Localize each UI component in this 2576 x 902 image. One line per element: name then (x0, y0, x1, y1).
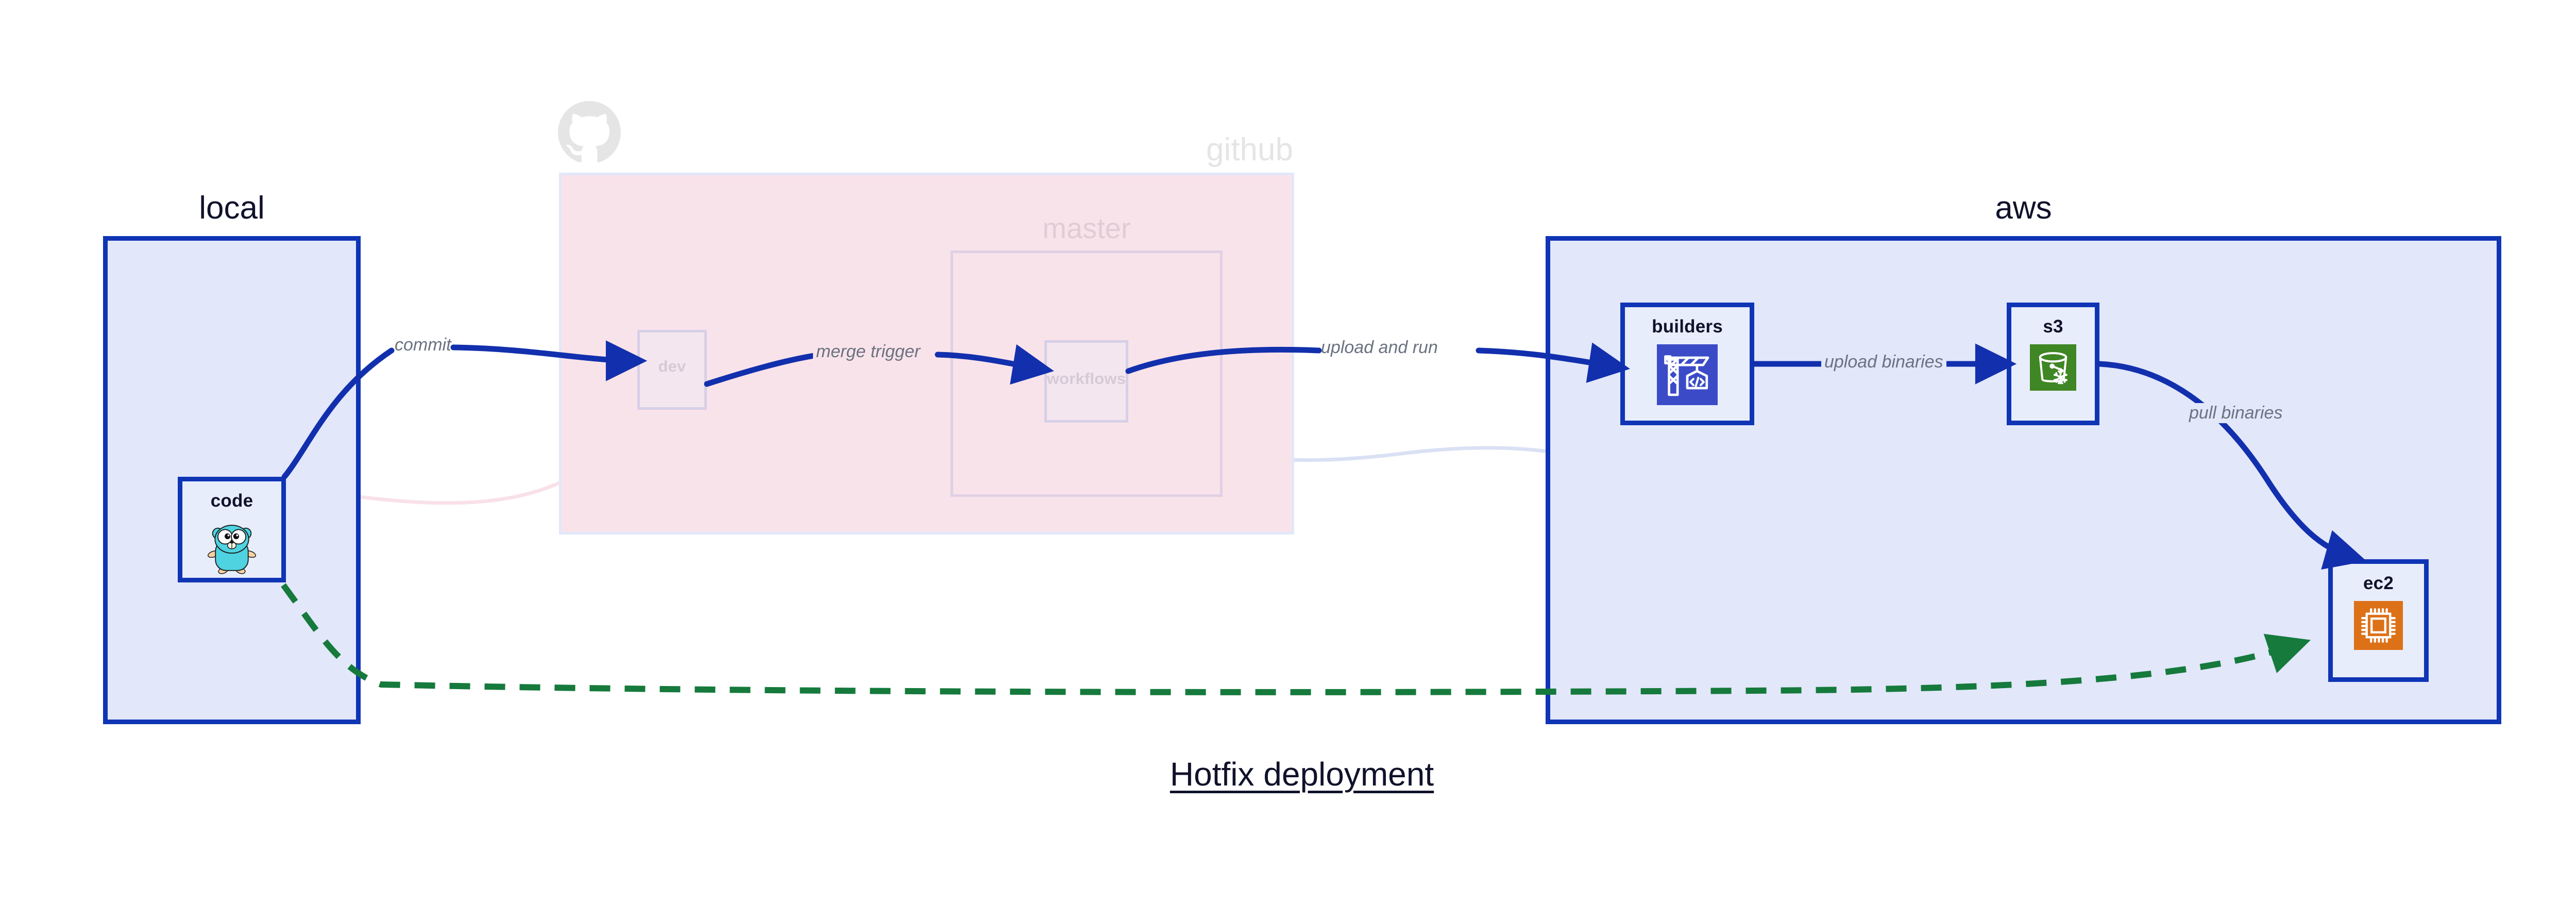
node-workflows[interactable]: workflows (1044, 340, 1128, 423)
github-octocat-icon (558, 101, 621, 164)
node-dev[interactable]: dev (637, 330, 707, 410)
node-ec2-label: ec2 (2363, 573, 2394, 593)
group-title-github: github (1206, 132, 1293, 168)
go-gopher-icon (203, 519, 261, 579)
edge-label-pull-binaries: pull binaries (2186, 403, 2286, 423)
cpu-chip-icon (2354, 601, 2403, 653)
node-workflows-label: workflows (1046, 370, 1126, 388)
s3-bucket-glacier-icon (2030, 344, 2076, 393)
node-s3-label: s3 (2043, 316, 2063, 337)
diagram-title: Hotfix deployment (1170, 756, 1434, 793)
group-title-local: local (199, 190, 265, 226)
node-builders-label: builders (1652, 316, 1723, 337)
node-code-label: code (210, 491, 253, 511)
node-dev-label: dev (658, 357, 686, 375)
edge-label-upload-binaries: upload binaries (1821, 352, 1946, 372)
node-s3[interactable]: s3 (2007, 303, 2099, 425)
subgroup-title-master: master (1042, 212, 1131, 244)
crane-code-icon (1657, 344, 1718, 408)
node-ec2[interactable]: ec2 (2328, 559, 2429, 682)
group-title-aws: aws (1995, 190, 2052, 226)
node-builders[interactable]: builders (1620, 303, 1754, 425)
edge-label-merge-trigger: merge trigger (813, 342, 924, 362)
edge-label-upload-and-run: upload and run (1321, 338, 1438, 357)
edge-label-commit: commit (395, 335, 451, 355)
node-code[interactable]: code (178, 477, 286, 582)
